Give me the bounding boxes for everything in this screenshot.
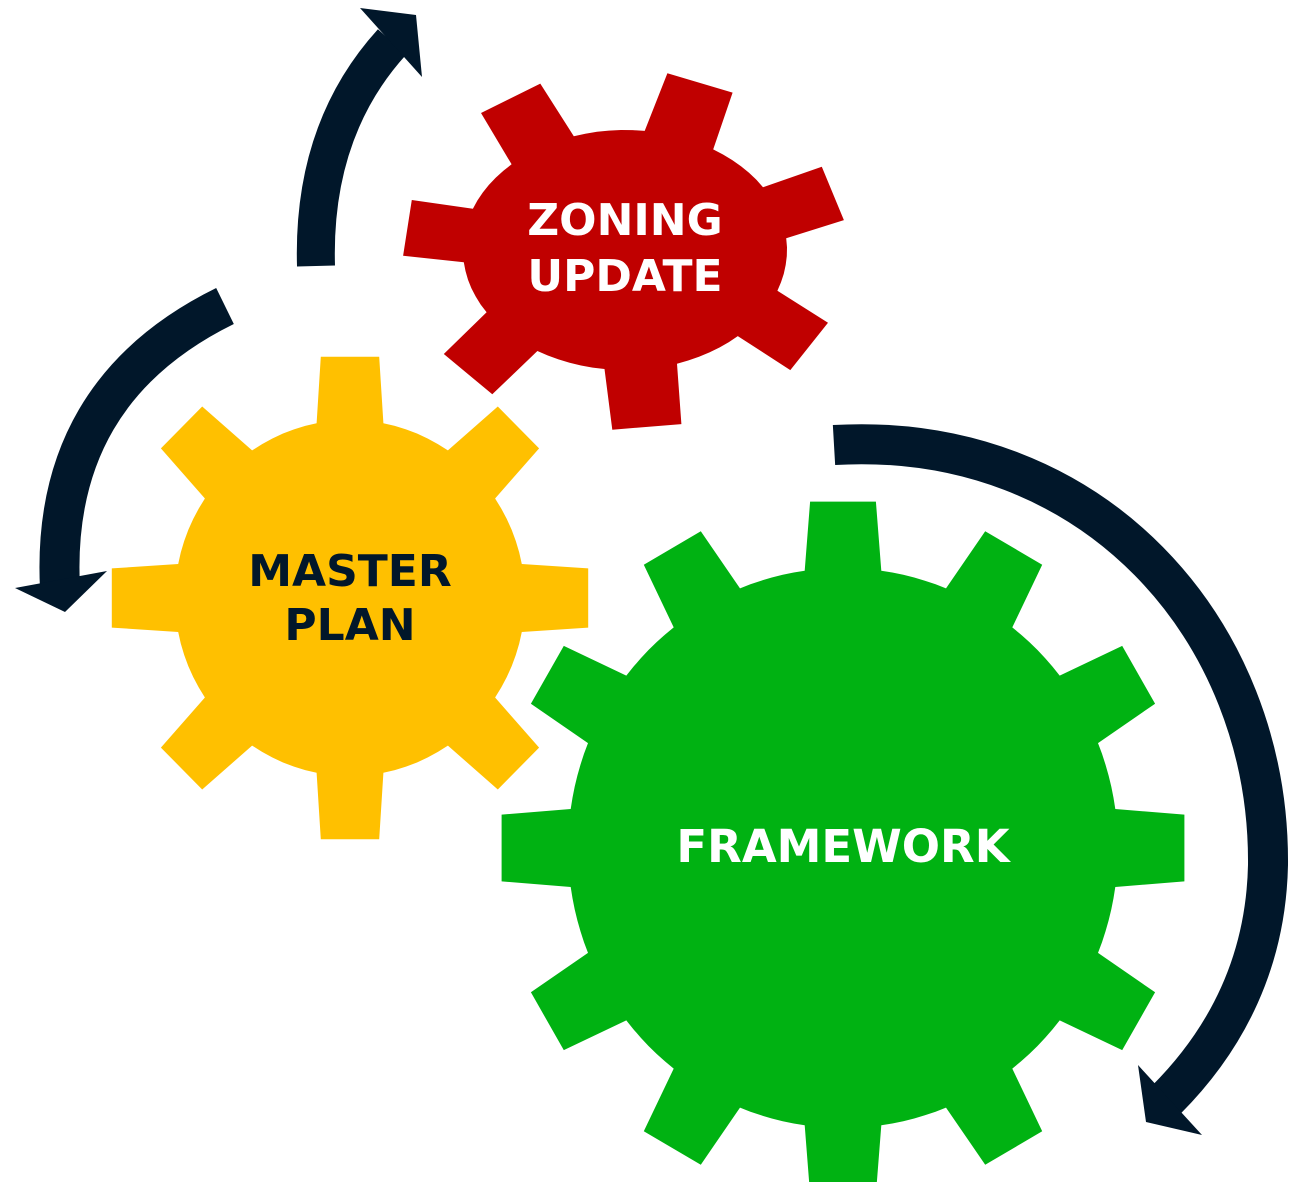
- master-plan-label-line1: MASTER: [248, 546, 451, 597]
- framework-gear: FRAMEWORK: [501, 501, 1185, 1182]
- zoning-update-gear-body: [403, 73, 844, 430]
- master-plan-gear: MASTER PLAN: [111, 356, 589, 840]
- cycle-arrow-right-head: [1138, 1065, 1202, 1135]
- master-plan-label-line2: PLAN: [284, 600, 415, 651]
- cycle-arrow-top-head: [360, 8, 422, 77]
- zoning-update-label-line1: ZONING: [527, 195, 722, 246]
- master-plan-gear-body: [111, 356, 589, 840]
- cycle-arrow-left: [39, 288, 234, 590]
- zoning-update-label-line2: UPDATE: [527, 251, 722, 302]
- cycle-arrows: [15, 8, 1289, 1135]
- framework-gear-body: [501, 501, 1185, 1182]
- framework-label: FRAMEWORK: [676, 820, 1011, 873]
- cycle-arrow-top: [296, 29, 407, 267]
- cycle-arrow-left-head: [15, 571, 107, 612]
- cycle-arrow-right: [832, 424, 1289, 1115]
- zoning-update-gear: ZONING UPDATE: [403, 73, 844, 430]
